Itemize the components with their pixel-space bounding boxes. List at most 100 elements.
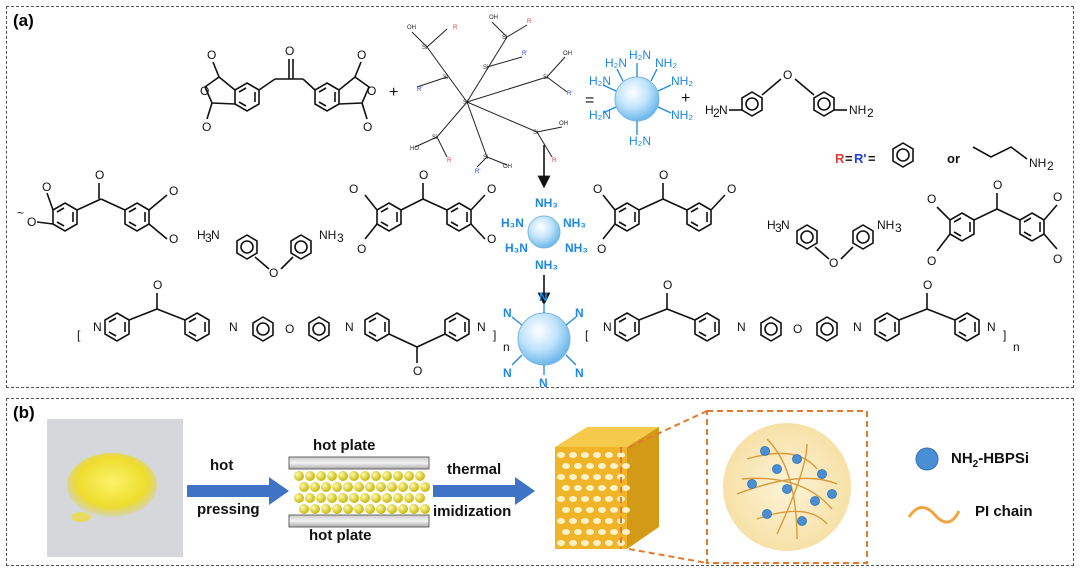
svg-text:O: O — [207, 48, 216, 62]
pi-composite-cube — [555, 427, 659, 549]
cube-pore — [593, 518, 601, 524]
hbpsi-node — [747, 479, 757, 489]
svg-text:O: O — [597, 242, 606, 256]
panel-b: (b) — [6, 398, 1074, 566]
powder-bead — [387, 482, 397, 492]
imidization-label: imidization — [433, 503, 512, 520]
powder-bead — [354, 504, 364, 514]
powder-bead — [360, 493, 370, 503]
cube-pore — [581, 540, 589, 546]
cube-pore — [605, 496, 613, 502]
powder-bead — [415, 493, 425, 503]
cube-pore — [557, 452, 565, 458]
hbpsi-node — [772, 464, 782, 474]
svg-text:R': R' — [522, 51, 527, 57]
svg-text:R: R — [552, 158, 557, 164]
hbpsi-nodes — [747, 446, 837, 526]
svg-text:=: = — [868, 151, 876, 166]
svg-text:O: O — [593, 182, 602, 196]
powder-photo — [47, 419, 183, 557]
powder-bead — [376, 482, 386, 492]
cube-pore — [557, 496, 565, 502]
svg-text:OH: OH — [489, 15, 498, 21]
cube-pore — [581, 518, 589, 524]
cube-pore — [598, 485, 606, 491]
svg-text:]: ] — [1003, 328, 1006, 342]
cube-pore — [557, 540, 565, 546]
pi-chains — [736, 438, 838, 540]
plus-sign-2: + — [681, 90, 690, 107]
cube-pore — [593, 474, 601, 480]
svg-text:2: 2 — [867, 106, 874, 120]
cube-pore — [569, 540, 577, 546]
hot-pressing-arrow — [187, 477, 289, 505]
pi-chain — [741, 477, 833, 510]
svg-text:NH₂: NH₂ — [655, 56, 677, 70]
cube-pore — [622, 507, 630, 513]
svg-text:=: = — [845, 151, 853, 166]
svg-text:O: O — [413, 364, 422, 378]
svg-text:O: O — [923, 278, 932, 292]
powder-bead — [316, 471, 326, 481]
hbpsi-node — [817, 469, 827, 479]
powder-bead — [343, 504, 353, 514]
svg-text:OH: OH — [503, 164, 512, 170]
h3n-label-2: H — [767, 218, 776, 232]
h2n-label-oda: H — [705, 103, 714, 117]
svg-text:H₃N: H₃N — [505, 241, 528, 255]
cube-pore — [598, 507, 606, 513]
svg-text:N: N — [93, 320, 102, 334]
cube-pore — [605, 518, 613, 524]
svg-text:2: 2 — [1047, 159, 1054, 173]
powder-bead — [332, 504, 342, 514]
svg-text:H₂N: H₂N — [629, 48, 651, 62]
svg-text:[: [ — [585, 328, 589, 342]
svg-text:Si: Si — [422, 45, 427, 51]
svg-text:O: O — [793, 322, 802, 336]
cube-pore — [581, 496, 589, 502]
hbpsi-node — [760, 446, 770, 456]
powder-bead — [327, 471, 337, 481]
cube-pore — [562, 507, 570, 513]
cube-pore — [622, 529, 630, 535]
svg-text:Si: Si — [502, 35, 507, 41]
cube-pore — [605, 540, 613, 546]
svg-text:O: O — [285, 44, 294, 58]
svg-text:3: 3 — [205, 231, 212, 245]
pi-chain — [746, 452, 818, 470]
panel-a: (a) — [6, 6, 1074, 389]
hot-label: hot — [210, 457, 234, 474]
powder-bead — [398, 504, 408, 514]
powder-bead — [420, 482, 430, 492]
svg-text:O: O — [487, 182, 496, 196]
svg-text:O: O — [487, 232, 496, 246]
powder-bead — [321, 482, 331, 492]
powder-bead — [404, 493, 414, 503]
svg-text:Si: Si — [543, 75, 548, 81]
powder-bead — [338, 471, 348, 481]
svg-text:H₂N: H₂N — [589, 74, 611, 88]
svg-text:O: O — [27, 215, 36, 229]
cube-pore — [557, 518, 565, 524]
powder-bead — [343, 482, 353, 492]
powder-bead — [349, 493, 359, 503]
svg-text:2: 2 — [713, 106, 720, 120]
powder-bead — [409, 482, 419, 492]
svg-text:O: O — [783, 68, 792, 82]
powder-bead — [338, 493, 348, 503]
cube-pore — [569, 474, 577, 480]
plus-sign-1: + — [389, 84, 398, 101]
panel-b-label: (b) — [13, 403, 35, 422]
cube-pore — [574, 507, 582, 513]
svg-text:NH₂: NH₂ — [671, 108, 693, 122]
svg-text:N: N — [737, 320, 746, 334]
cube-pore — [593, 496, 601, 502]
svg-text:O: O — [269, 266, 278, 280]
powder-bead — [327, 493, 337, 503]
svg-text:OH: OH — [563, 51, 572, 57]
svg-text:O: O — [1053, 190, 1062, 204]
hot-plate-bottom-label: hot plate — [309, 527, 372, 544]
hyperbranched-polysiloxane — [411, 21, 568, 168]
svg-text:R': R' — [417, 87, 422, 93]
